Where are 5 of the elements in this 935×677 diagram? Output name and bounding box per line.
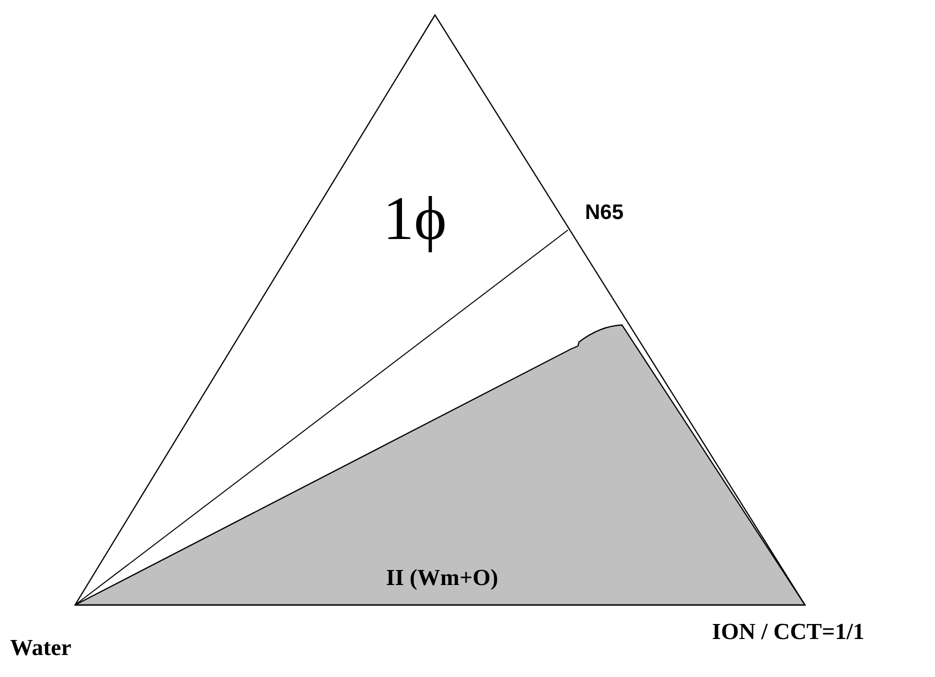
phase-label: 1ϕ xyxy=(383,188,447,250)
vertex-label: ION / CCT=1/1 xyxy=(712,620,864,643)
vertex-label: Water xyxy=(10,636,72,659)
tie-line-label: N65 xyxy=(585,202,624,223)
phase-label: II (Wm+O) xyxy=(386,566,498,589)
